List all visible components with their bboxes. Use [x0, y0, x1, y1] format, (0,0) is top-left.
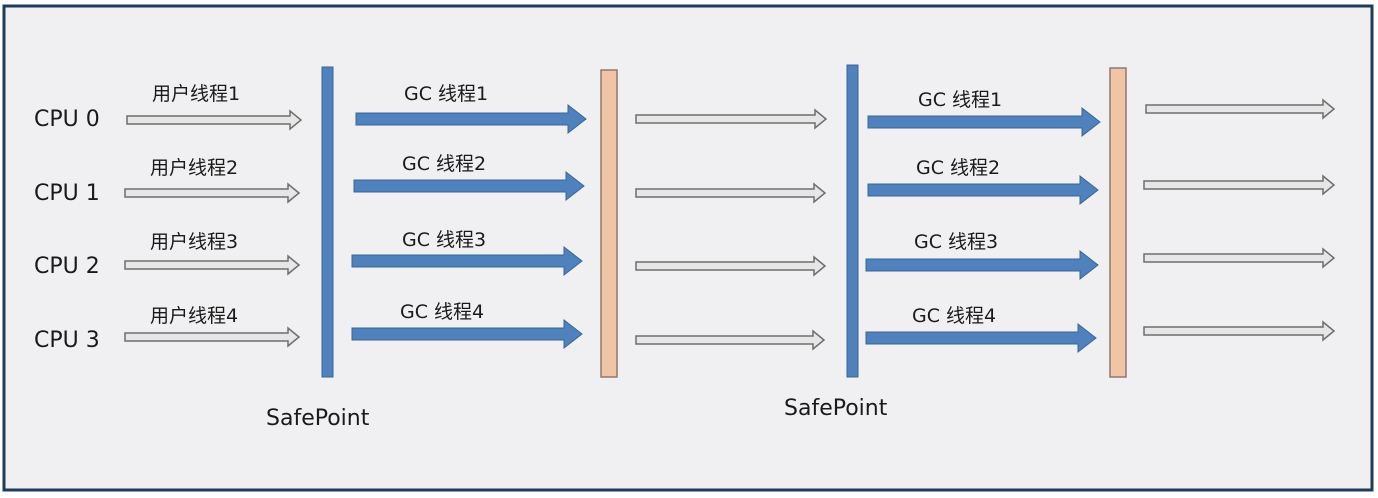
gc-thread-labels-second: GC 线程1 GC 线程2 GC 线程3 GC 线程4 [912, 89, 1002, 327]
cpu-label-3: CPU 3 [34, 328, 100, 353]
resumed-arrows-2 [1143, 98, 1336, 342]
gc-thread-arrow-3a [351, 245, 583, 277]
cpu-label-2: CPU 2 [34, 254, 100, 279]
gc-thread-label-2a: GC 线程2 [402, 153, 486, 175]
diagram-frame [2, 4, 1374, 492]
user-thread-label-1: 用户线程1 [152, 83, 240, 105]
resumed-arrow-2b [1143, 174, 1336, 196]
resumed-arrow-3a [635, 255, 827, 277]
cpu-label-0: CPU 0 [34, 107, 100, 132]
gc-thread-arrow-4b [865, 322, 1097, 354]
gc-thread-arrow-4a [351, 318, 583, 350]
gc-thread-label-3b: GC 线程3 [914, 231, 998, 253]
gc-thread-arrow-2a [353, 170, 585, 202]
user-thread-arrow-3 [124, 254, 301, 276]
user-thread-labels: 用户线程1 用户线程2 用户线程3 用户线程4 [150, 83, 240, 327]
user-thread-label-3: 用户线程3 [150, 231, 238, 253]
gc-thread-arrow-1b [867, 106, 1101, 138]
gc-thread-label-1b: GC 线程1 [918, 89, 1002, 111]
safepoint-bar-1 [321, 66, 334, 378]
gc-end-bar-2 [1109, 67, 1127, 378]
user-thread-arrow-1 [126, 109, 303, 131]
gc-thread-arrow-2b [867, 174, 1099, 206]
gc-thread-arrows-second [865, 106, 1101, 354]
gc-end-bar-1 [600, 69, 618, 378]
user-thread-arrows [124, 109, 303, 348]
gc-thread-arrow-3b [865, 249, 1099, 281]
gc-thread-label-1a: GC 线程1 [404, 83, 488, 105]
safepoint-label-1: SafePoint [266, 406, 370, 431]
resumed-arrow-4b [1143, 320, 1336, 342]
safepoint-label-2: SafePoint [784, 396, 888, 421]
safepoint-bar-2 [846, 64, 859, 378]
gc-thread-label-3a: GC 线程3 [402, 229, 486, 251]
gc-thread-label-4b: GC 线程4 [912, 305, 996, 327]
resumed-arrow-4a [635, 329, 826, 351]
gc-thread-arrows-first [351, 103, 587, 350]
gc-thread-label-4a: GC 线程4 [400, 301, 484, 323]
resumed-arrow-3b [1143, 247, 1336, 269]
user-thread-arrow-2 [124, 182, 301, 204]
resumed-arrow-2a [635, 182, 827, 204]
gc-thread-arrow-1a [355, 103, 587, 135]
user-thread-arrow-4 [124, 326, 301, 348]
resumed-arrows-1 [635, 108, 828, 351]
user-thread-label-2: 用户线程2 [150, 157, 238, 179]
cpu-labels: CPU 0 CPU 1 CPU 2 CPU 3 [34, 107, 100, 353]
user-thread-label-4: 用户线程4 [150, 305, 238, 327]
gc-thread-labels-first: GC 线程1 GC 线程2 GC 线程3 GC 线程4 [400, 83, 488, 323]
gc-thread-label-2b: GC 线程2 [916, 157, 1000, 179]
resumed-arrow-1a [635, 108, 828, 130]
cpu-label-1: CPU 1 [34, 181, 100, 206]
resumed-arrow-1b [1145, 98, 1336, 120]
